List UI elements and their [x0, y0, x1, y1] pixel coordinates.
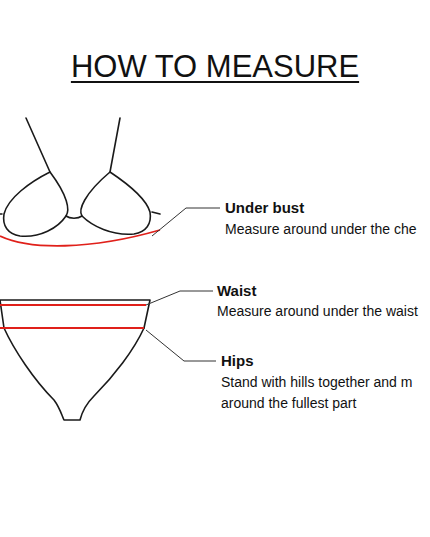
leader-line [146, 330, 216, 361]
leader-line [146, 291, 213, 305]
measure-heading: Under bust [225, 199, 304, 217]
bra-cup [81, 172, 151, 234]
title: HOW TO MEASURE [71, 48, 359, 85]
measure-instruction: Measure around under the waist [217, 303, 418, 320]
measure-heading: Hips [221, 352, 254, 370]
measure-instruction: Stand with hills together and m [221, 374, 412, 391]
strap [110, 118, 120, 172]
bra-band [0, 212, 160, 214]
waist-line [0, 304, 146, 306]
briefs-body [4, 328, 144, 420]
hips-line [0, 327, 144, 329]
measure-instruction: around the fullest part [221, 395, 356, 412]
briefs-waistband [0, 300, 150, 328]
bra-gore [66, 216, 82, 218]
leader-line [152, 208, 220, 236]
measure-heading: Waist [217, 282, 256, 300]
strap [26, 118, 50, 172]
under-bust-line [0, 230, 160, 246]
bra-cup [4, 172, 68, 236]
measure-instruction: Measure around under the che [225, 221, 416, 238]
